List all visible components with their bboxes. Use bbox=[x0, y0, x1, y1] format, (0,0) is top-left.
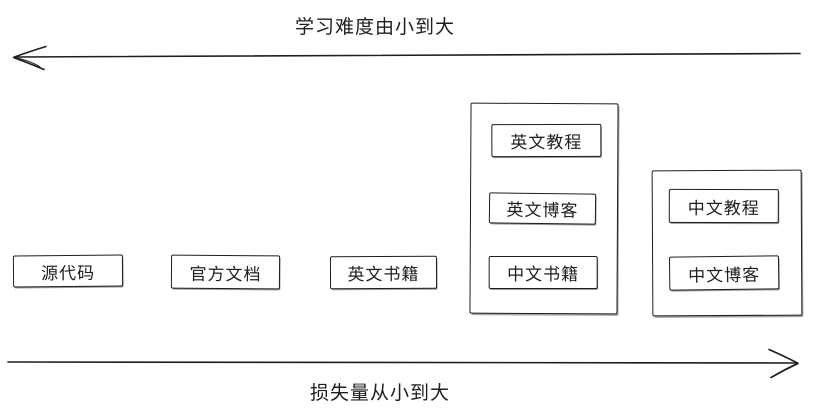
node-english-tutorials: 英文教程 bbox=[491, 123, 602, 158]
node-label: 英文书籍 bbox=[347, 264, 420, 286]
node-english-books: 英文书籍 bbox=[329, 255, 438, 290]
node-source-code: 源代码 bbox=[12, 254, 124, 288]
node-label: 英文博客 bbox=[506, 200, 579, 222]
node-label: 英文教程 bbox=[510, 132, 583, 154]
group-chinese-resources: 中文教程 中文博客 bbox=[651, 169, 803, 317]
difficulty-axis-label: 学习难度由小到大 bbox=[294, 16, 455, 38]
loss-axis-label: 损失量从小到大 bbox=[309, 382, 450, 404]
loss-axis-arrow bbox=[7, 348, 799, 379]
node-chinese-blogs: 中文博客 bbox=[668, 255, 780, 291]
node-label: 中文书籍 bbox=[507, 264, 580, 285]
group-english-resources: 英文教程 英文博客 中文书籍 bbox=[469, 102, 619, 315]
node-official-docs: 官方文档 bbox=[170, 254, 281, 290]
node-chinese-tutorials: 中文教程 bbox=[668, 188, 779, 224]
node-label: 中文教程 bbox=[687, 198, 760, 219]
node-label: 中文博客 bbox=[688, 265, 761, 286]
node-chinese-books: 中文书籍 bbox=[488, 255, 598, 289]
node-label: 源代码 bbox=[40, 263, 96, 284]
node-english-blogs: 英文博客 bbox=[488, 192, 597, 225]
difficulty-axis-arrow bbox=[12, 45, 801, 71]
node-label: 官方文档 bbox=[189, 264, 262, 285]
